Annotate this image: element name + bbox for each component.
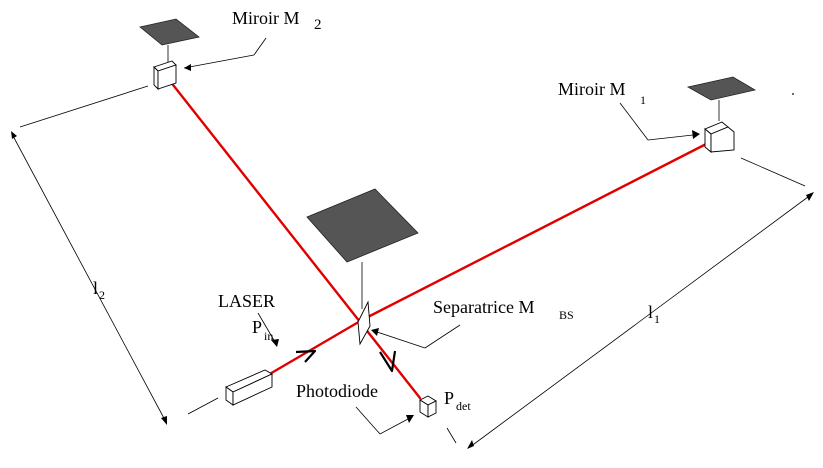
l1-subscript: 1 [654, 312, 660, 326]
l1-arrowhead-start [467, 440, 474, 449]
laser-callout-arrowhead [271, 339, 279, 347]
photodiode: Photodiode P det [296, 381, 471, 444]
mirror-m2-label: Miroir M [232, 8, 300, 28]
l2-label: l [93, 278, 98, 298]
l2-dimension-line [11, 133, 167, 423]
splitter-plate-icon [306, 188, 419, 263]
mirror-m1: Miroir M 1 [558, 76, 794, 153]
beam-splitter-to-m1 [360, 138, 716, 322]
splitter-glass-icon [357, 300, 371, 346]
l1-label: l [648, 302, 653, 322]
photodiode-callout-line-2 [379, 418, 409, 435]
photodiode-extension-line [446, 427, 457, 444]
beam-laser-to-splitter [266, 318, 364, 377]
mirror-m1-callout-line [619, 102, 649, 141]
mirror-m1-callout-arrow [647, 134, 694, 141]
l2-arrowhead-top [11, 131, 17, 139]
mirror-m1-label: Miroir M [558, 79, 626, 99]
laser-power-label: P [252, 317, 262, 337]
l2-extension-top [19, 85, 149, 128]
splitter-callout-line [424, 324, 461, 349]
mirror-m1-subscript: 1 [640, 93, 646, 107]
mirror-m2-callout-arrowhead [184, 64, 191, 71]
laser-beams [164, 74, 716, 400]
splitter-label: Separatrice M [433, 297, 534, 317]
mirror-m2-body [157, 64, 177, 90]
splitter-callout-arrow [376, 331, 426, 349]
mirror-m1-plate-icon [686, 76, 757, 101]
beam-direction-arrow-1 [295, 349, 317, 363]
mirror-m1-body [710, 126, 735, 153]
photodiode-label: Photodiode [296, 381, 378, 401]
laser-rear-line [187, 397, 219, 415]
mirror-m2: Miroir M 2 [139, 8, 322, 91]
l2-subscript: 2 [99, 288, 105, 302]
photodiode-power-label: P [444, 388, 454, 408]
photodiode-right-icon [427, 400, 437, 418]
mirror-m2-callout-line [253, 37, 267, 56]
l1-extension-right [740, 157, 806, 187]
mirror-m2-subscript: 2 [314, 17, 322, 33]
l1-arrowhead-end [806, 192, 814, 201]
mirror-m1-callout-arrowhead [692, 130, 700, 139]
beam-direction-arrow-2 [379, 350, 397, 373]
beam-m2-to-photodiode [164, 74, 422, 400]
laser-callout-line [257, 312, 276, 343]
photodiode-callout-line-1 [355, 406, 381, 435]
l2-arrowhead-bottom [161, 416, 167, 425]
mirror-m2-plate-icon [139, 18, 200, 46]
laser-power-subscript: in [264, 329, 273, 343]
l1-dimension-line [469, 193, 813, 448]
laser-body-icon [232, 373, 273, 406]
dimension-l1: l 1 [467, 157, 814, 449]
laser-source: LASER P in [187, 291, 279, 415]
stray-dot [792, 93, 794, 95]
dimension-l2: l 2 [11, 85, 167, 425]
laser-label: LASER [218, 291, 275, 311]
photodiode-power-subscript: det [456, 399, 471, 413]
beam-splitter: Separatrice M BS [306, 188, 574, 349]
mirror-m2-face [153, 65, 159, 91]
mirror-m2-callout-arrow [183, 54, 255, 69]
splitter-subscript: BS [559, 308, 574, 322]
photodiode-callout-arrowhead [406, 415, 414, 423]
splitter-callout-arrowhead [371, 328, 379, 336]
